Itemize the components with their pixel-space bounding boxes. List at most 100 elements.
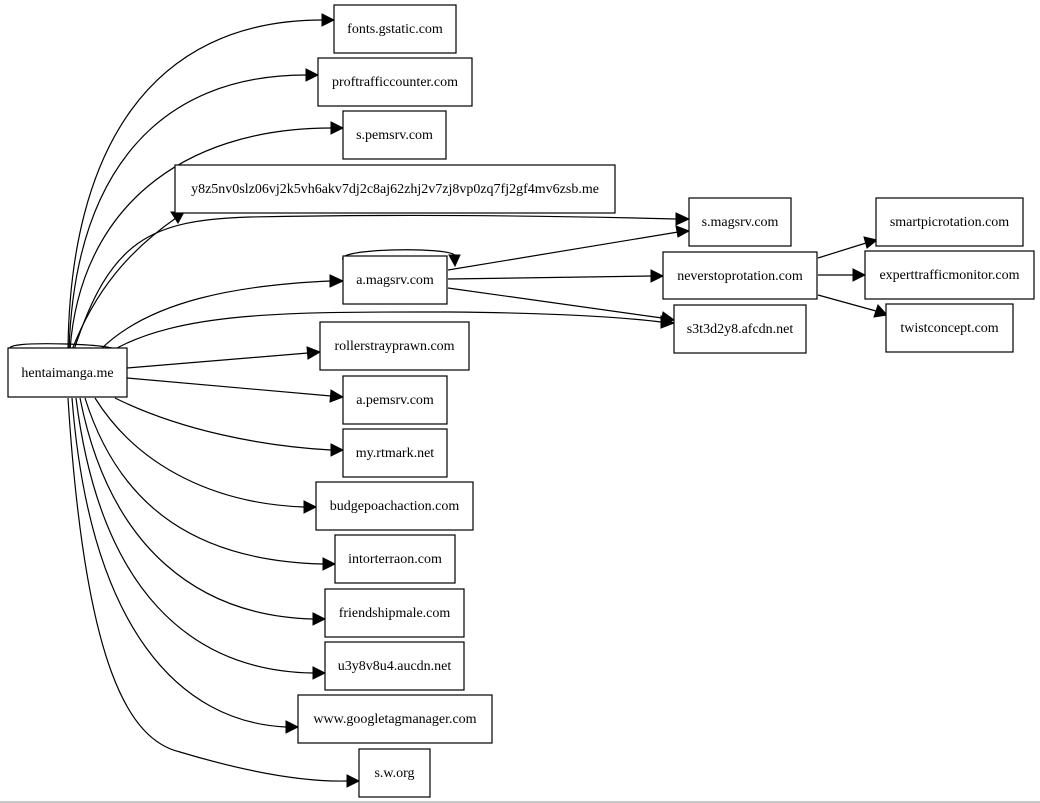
- node-s3t3d2y8-afcdn[interactable]: s3t3d2y8.afcdn.net: [673, 304, 807, 354]
- node-box: [885, 303, 1014, 353]
- node-label: budgepoachaction.com: [330, 499, 460, 514]
- edge-arrow: [321, 13, 336, 27]
- edge-arrow: [170, 211, 185, 224]
- edge-arrow: [322, 557, 337, 571]
- edge-arrow: [285, 720, 300, 734]
- node-s-pemsrv[interactable]: s.pemsrv.com: [342, 110, 447, 160]
- node-box: [333, 4, 457, 54]
- edge-arrow: [863, 236, 879, 249]
- node-s-magsrv[interactable]: s.magsrv.com: [688, 197, 792, 247]
- edge-amagsrv-neverstop: [447, 275, 652, 280]
- node-friendshipmale[interactable]: friendshipmale.com: [324, 588, 465, 638]
- edge-arrow: [329, 274, 345, 288]
- node-budgepoachaction[interactable]: budgepoachaction.com: [315, 481, 474, 531]
- edge-root-gtm: [71, 397, 287, 728]
- edge-arrow: [303, 500, 318, 514]
- edge-neverstop-smartpic: [817, 242, 867, 259]
- edge-root-budgepoach: [94, 397, 305, 508]
- edge-arrow: [675, 212, 691, 226]
- node-a-magsrv[interactable]: a.magsrv.com: [342, 255, 448, 305]
- node-label: smartpicrotation.com: [890, 215, 1009, 230]
- node-label: s3t3d2y8.afcdn.net: [687, 322, 794, 337]
- node-label: rollerstrayprawn.com: [334, 339, 454, 354]
- node-label: neverstoprotation.com: [677, 269, 803, 284]
- node-smartpicrotation[interactable]: smartpicrotation.com: [875, 197, 1024, 247]
- node-label: proftrafficcounter.com: [332, 75, 458, 90]
- node-intorterraon[interactable]: intorterraon.com: [334, 534, 456, 584]
- node-box: [174, 164, 616, 214]
- edge-amagsrv-smagsrv: [447, 231, 679, 271]
- edge-root-spemsrv: [69, 127, 332, 351]
- edge-root-u3y8: [75, 397, 314, 674]
- node-fonts-gstatic[interactable]: fonts.gstatic.com: [333, 4, 457, 54]
- edge-arrow: [852, 268, 867, 282]
- node-experttrafficmonitor[interactable]: experttrafficmonitor.com: [864, 250, 1035, 300]
- edge-arrow: [312, 612, 327, 626]
- node-label: fonts.gstatic.com: [347, 22, 443, 37]
- node-label: twistconcept.com: [900, 321, 998, 336]
- node-box: [864, 250, 1035, 300]
- node-proftrafficcounter[interactable]: proftrafficcounter.com: [317, 57, 473, 107]
- edge-arrow: [330, 443, 345, 457]
- node-u3y8v8u4-aucdn[interactable]: u3y8v8u4.aucdn.net: [324, 641, 465, 691]
- node-label: a.pemsrv.com: [356, 393, 434, 408]
- node-label: friendshipmale.com: [339, 606, 451, 621]
- edge-arrow: [660, 311, 676, 325]
- node-label: s.w.org: [374, 766, 414, 781]
- edge-arrow: [448, 254, 461, 268]
- edge-root-smagsrv: [73, 214, 677, 351]
- node-label: experttrafficmonitor.com: [879, 268, 1019, 283]
- window-bottom-border: [0, 801, 1040, 803]
- node-box: [297, 694, 493, 744]
- edge-neverstop-twistconcept: [817, 294, 877, 312]
- node-box: [317, 57, 473, 107]
- edge-root-apemsrv: [126, 377, 332, 397]
- node-box: [324, 641, 465, 691]
- node-box: [342, 255, 448, 305]
- node-box: [342, 110, 447, 160]
- node-box: [7, 347, 128, 398]
- edge-root-rollerstray: [126, 352, 309, 369]
- edge-root-intorterraon: [84, 397, 324, 565]
- edge-arrow: [675, 225, 691, 238]
- node-label: hentaimanga.me: [21, 366, 113, 381]
- node-label: www.googletagmanager.com: [313, 712, 476, 727]
- node-label: my.rtmark.net: [356, 446, 435, 461]
- node-googletagmanager[interactable]: www.googletagmanager.com: [297, 694, 493, 744]
- node-box: [662, 251, 818, 300]
- node-twistconcept[interactable]: twistconcept.com: [885, 303, 1014, 353]
- edge-arrow: [650, 269, 665, 283]
- edge-root-swo: [67, 397, 348, 782]
- edge-arrow: [312, 666, 327, 680]
- node-s-w-org[interactable]: s.w.org: [358, 748, 431, 798]
- edges: [8, 13, 888, 788]
- node-label: s.pemsrv.com: [356, 128, 433, 143]
- node-a-pemsrv[interactable]: a.pemsrv.com: [342, 375, 448, 425]
- node-box: [875, 197, 1024, 247]
- edge-arrow: [330, 121, 345, 135]
- edge-arrow: [346, 774, 361, 788]
- edge-arrow: [329, 389, 345, 403]
- node-y8z-me[interactable]: y8z5nv0slz06vj2k5vh6akv7dj2c8aj62zhj2v7z…: [174, 164, 616, 214]
- edge-arrow: [873, 304, 888, 318]
- node-label: s.magsrv.com: [702, 215, 779, 230]
- node-box: [342, 428, 448, 478]
- node-box: [315, 481, 474, 531]
- node-neverstoprotation[interactable]: neverstoprotation.com: [662, 251, 818, 300]
- node-box: [319, 321, 470, 371]
- edge-root-s3t3: [109, 311, 662, 353]
- edge-arrow: [305, 68, 320, 82]
- node-rollerstrayprawn[interactable]: rollerstrayprawn.com: [319, 321, 470, 371]
- node-my-rtmark[interactable]: my.rtmark.net: [342, 428, 448, 478]
- nodes: hentaimanga.me fonts.gstatic.com proftra…: [7, 4, 1035, 798]
- node-box: [688, 197, 792, 247]
- edge-root-friendship: [79, 397, 314, 620]
- edge-amagsrv-s3t3: [447, 287, 663, 319]
- edge-root-fonts: [67, 19, 323, 351]
- node-box: [342, 375, 448, 425]
- node-hentaimanga-me[interactable]: hentaimanga.me: [7, 347, 128, 398]
- node-label: y8z5nv0slz06vj2k5vh6akv7dj2c8aj62zhj2v7z…: [191, 182, 599, 197]
- node-box: [334, 534, 456, 584]
- node-box: [673, 304, 807, 354]
